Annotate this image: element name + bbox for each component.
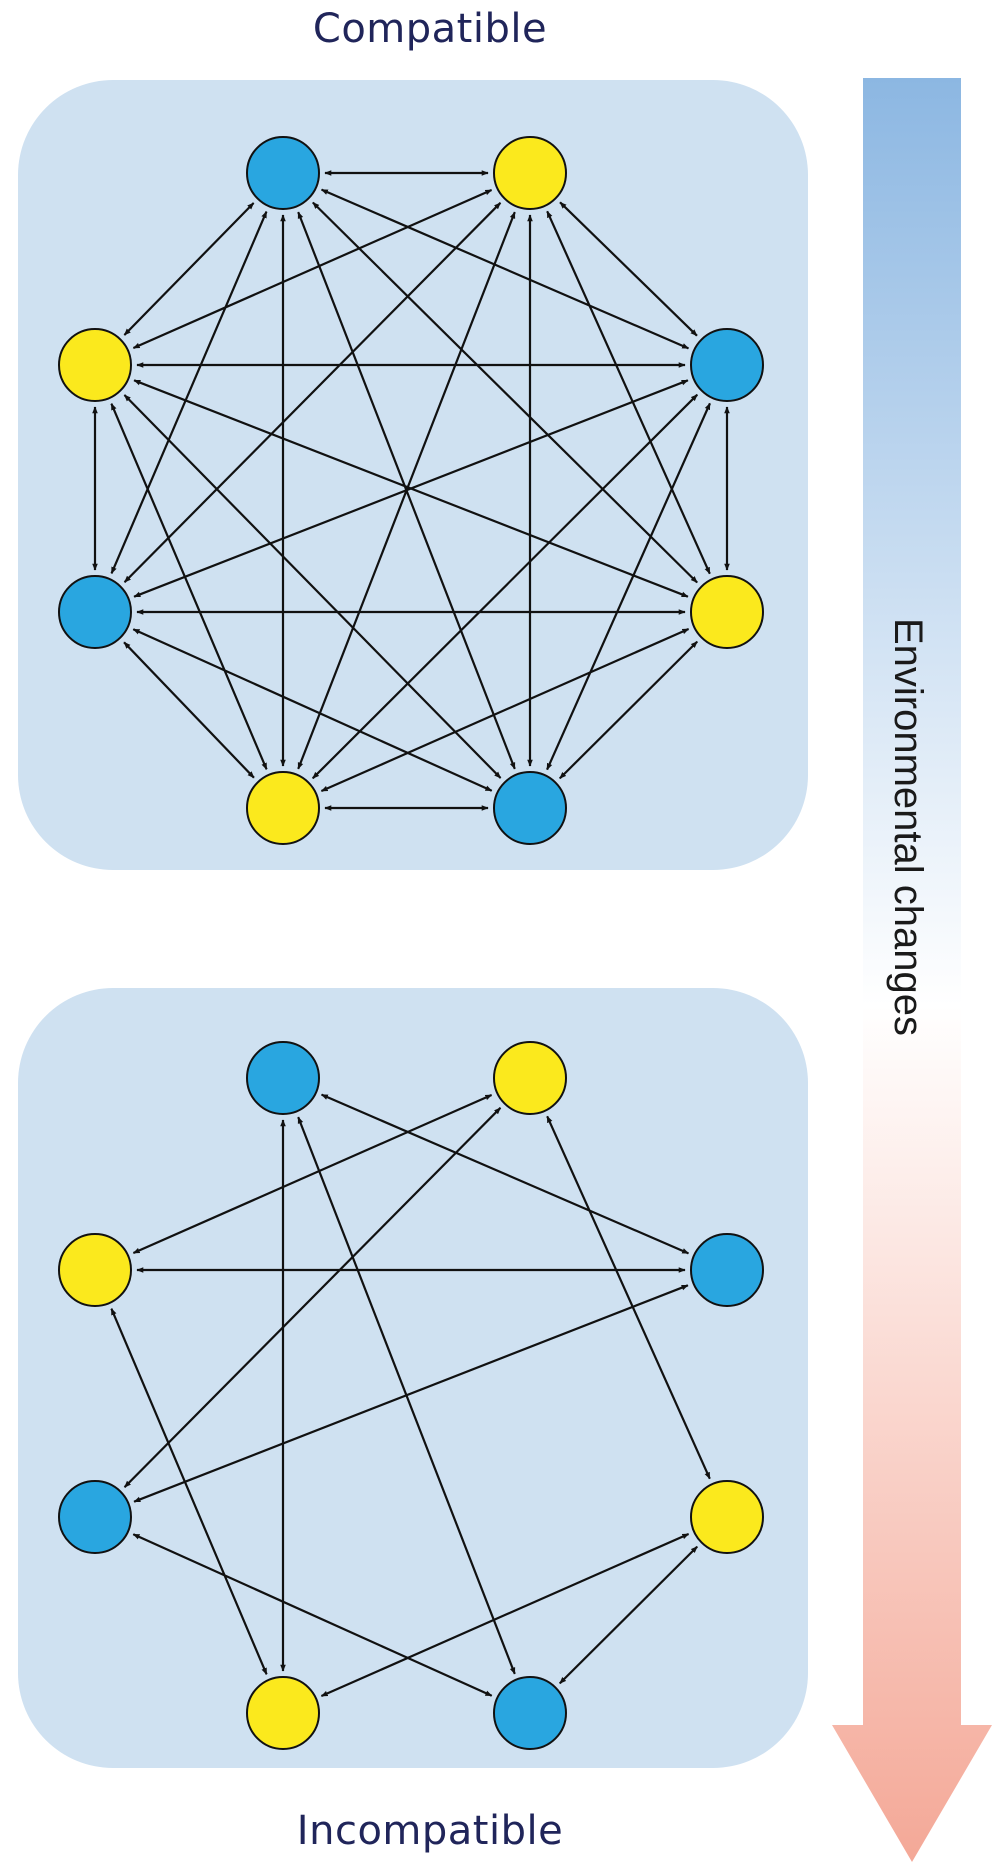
incompatible-edges	[110, 1093, 711, 1698]
node-yellow-5	[246, 771, 320, 845]
node-yellow-1	[493, 136, 567, 210]
node-yellow-3	[690, 1480, 764, 1554]
edge-5-7	[110, 403, 268, 770]
compatible-nodes	[58, 136, 764, 845]
edge-1-7	[132, 188, 493, 350]
node-blue-6	[58, 575, 132, 649]
node-blue-4	[493, 771, 567, 845]
incompatible-nodes	[58, 1041, 764, 1750]
node-yellow-3	[690, 575, 764, 649]
node-blue-4	[493, 1676, 567, 1750]
incompatible-panel	[18, 988, 808, 1768]
node-blue-0	[246, 136, 320, 210]
compatible-edges	[92, 170, 730, 811]
node-blue-0	[246, 1041, 320, 1115]
node-yellow-7	[58, 328, 132, 402]
incompatible-title: Incompatible	[296, 1808, 564, 1854]
compatible-title: Compatible	[312, 6, 548, 52]
node-blue-2	[690, 1233, 764, 1307]
node-yellow-5	[246, 1676, 320, 1750]
edge-3-4	[558, 1545, 699, 1685]
environmental-changes-label: Environmental changes	[886, 618, 930, 1036]
node-blue-2	[690, 328, 764, 402]
environmental-changes-arrow	[832, 78, 992, 1862]
node-blue-6	[58, 1480, 132, 1554]
node-yellow-7	[58, 1233, 132, 1307]
node-yellow-1	[493, 1041, 567, 1115]
edge-1-6	[123, 1107, 502, 1488]
